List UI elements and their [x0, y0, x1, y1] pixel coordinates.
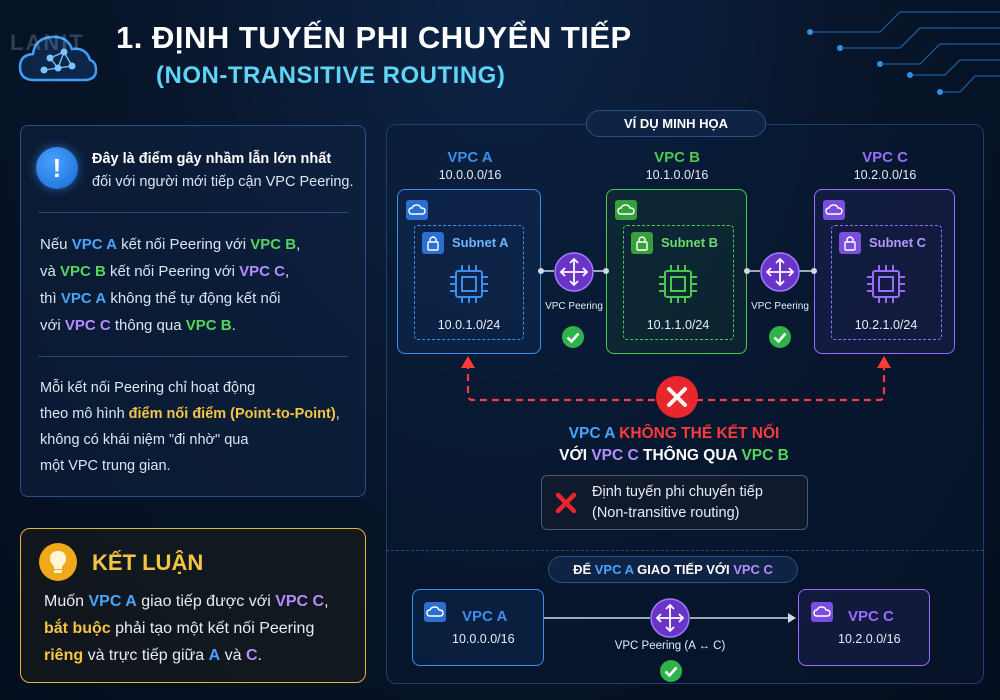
section-divider — [386, 550, 984, 551]
vpc-a-cidr: 10.0.0.0/16 — [438, 168, 502, 182]
subnet-b-label: Subnet B — [661, 235, 719, 250]
subnet-c-label: Subnet C — [869, 235, 927, 250]
solution-vpc-c-cidr: 10.2.0.0/16 — [838, 632, 901, 646]
lock-icon — [631, 232, 653, 254]
chip-icon — [659, 265, 697, 303]
chip-icon — [450, 265, 488, 303]
x-icon — [656, 376, 698, 418]
page-title: 1. ĐỊNH TUYẾN PHI CHUYỂN TIẾP — [116, 20, 632, 55]
direct-peering-label: VPC Peering (A ↔ C) — [614, 640, 726, 652]
subnet-b-box — [623, 225, 734, 340]
cloud-icon — [823, 200, 845, 220]
subnet-c-box — [831, 225, 942, 340]
bulb-icon — [39, 543, 77, 581]
router-icon — [760, 252, 800, 292]
alert-heading: Đây là điểm gây nhầm lẫn lớn nhất — [92, 151, 332, 167]
check-icon — [660, 660, 682, 682]
subnet-a-label: Subnet A — [452, 235, 509, 250]
subnet-b-cidr: 10.1.1.0/24 — [646, 318, 710, 332]
check-icon — [562, 326, 584, 348]
solution-vpc-a-cidr: 10.0.0.0/16 — [452, 632, 515, 646]
alert-text: đối với người mới tiếp cận VPC Peering. — [92, 174, 354, 190]
non-transitive-text: Định tuyến phi chuyển tiếp(Non-transitiv… — [592, 484, 763, 521]
router-icon — [650, 598, 690, 638]
check-icon — [769, 326, 791, 348]
conclusion-text: Muốn VPC A giao tiếp được với VPC C, bắt… — [44, 593, 329, 664]
conclusion-title: KẾT LUẬN — [92, 550, 204, 575]
subnet-c-cidr: 10.2.1.0/24 — [854, 318, 918, 332]
non-transitive-box — [541, 475, 808, 530]
divider — [38, 212, 348, 213]
x-icon — [555, 492, 577, 514]
vpc-c-label: VPC C — [862, 149, 908, 166]
cannot-connect-statement-2: VỚI VPC C THÔNG QUA VPC B — [559, 447, 789, 464]
divider — [38, 356, 348, 357]
cloud-icon — [424, 602, 446, 622]
vpc-b-label: VPC B — [654, 149, 700, 166]
section-title: VÍ DỤ MINH HỌA — [586, 110, 766, 137]
peering-ab-label: VPC Peering — [545, 301, 603, 312]
circuit-decoration-icon — [807, 11, 1000, 95]
solution-vpc-c-label: VPC C — [848, 608, 894, 625]
alert-icon: ! — [36, 147, 78, 189]
chip-icon — [867, 265, 905, 303]
solution-vpc-a-label: VPC A — [462, 608, 508, 625]
cloud-icon — [406, 200, 428, 220]
lock-icon — [422, 232, 444, 254]
subnet-a-cidr: 10.0.1.0/24 — [437, 318, 501, 332]
logo-cloud-icon — [18, 35, 98, 82]
direct-link-line — [544, 613, 796, 623]
point-to-point-paragraph: Mỗi kết nối Peering chỉ hoạt động theo m… — [40, 380, 340, 474]
logo-text: LANIT — [10, 30, 85, 55]
solution-vpc-a-box — [412, 589, 544, 666]
info-panel — [20, 125, 366, 497]
conclusion-panel — [20, 528, 366, 683]
vpc-a-label: VPC A — [447, 149, 493, 166]
explanation-paragraph: Nếu VPC A kết nối Peering với VPC B, và … — [40, 236, 301, 334]
lock-icon — [839, 232, 861, 254]
router-icon — [554, 252, 594, 292]
subnet-a-box — [414, 225, 524, 340]
vpc-b-cidr: 10.1.0.0/16 — [645, 168, 709, 182]
solution-vpc-c-box — [798, 589, 930, 666]
page-subtitle: (NON-TRANSITIVE ROUTING) — [156, 62, 506, 89]
peering-bc-label: VPC Peering — [751, 301, 809, 312]
cloud-icon — [811, 602, 833, 622]
cannot-connect-statement: VPC A KHÔNG THỂ KẾT NỐI — [568, 425, 780, 442]
vpc-c-cidr: 10.2.0.0/16 — [853, 168, 917, 182]
cloud-icon — [615, 200, 637, 220]
solution-title: ĐỂ VPC A GIAO TIẾP VỚI VPC C — [548, 556, 798, 583]
